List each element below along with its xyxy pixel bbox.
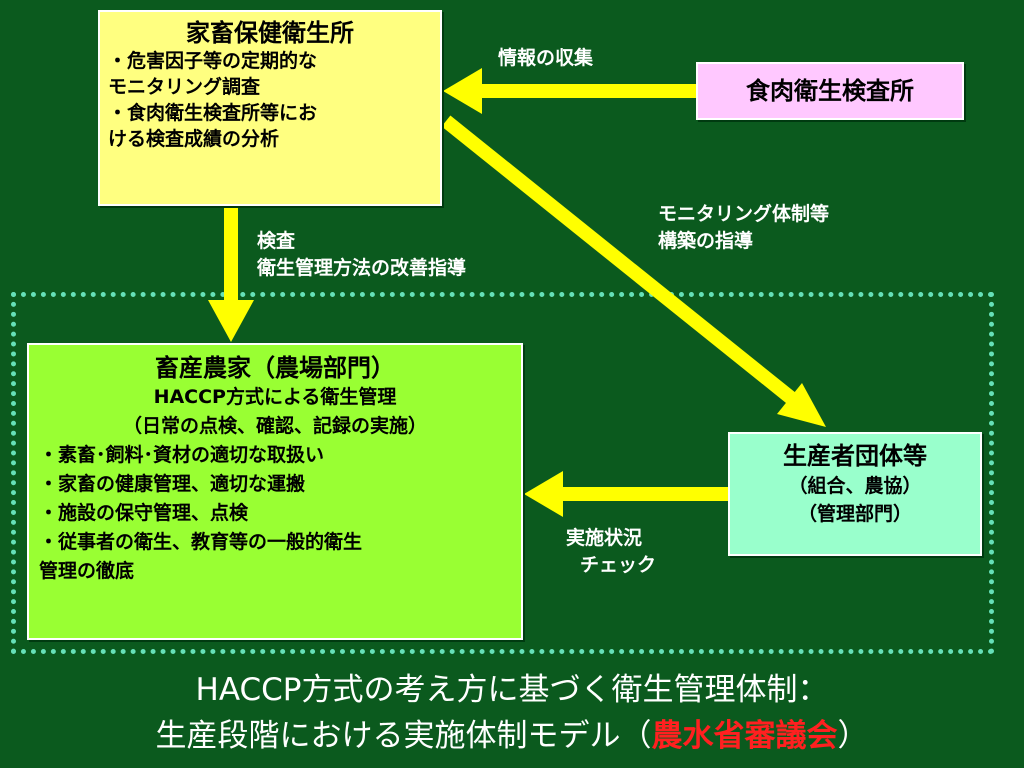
label-check-line1: 実施状況 (566, 527, 643, 549)
farm-line: 管理の徹底 (39, 560, 135, 582)
producer-group-line: （組合、農協） (788, 475, 922, 497)
caption-line2: 生産段階における実施体制モデル（農水省審議会） (0, 716, 1024, 756)
hygiene-office-box: 家畜保健衛生所 ・危害因子等の定期的な モニタリング調査 ・食肉衛生検査所等にお… (98, 10, 442, 206)
producer-group-title: 生産者団体等 (783, 442, 927, 470)
hygiene-office-line: ・食肉衛生検査所等にお (108, 102, 318, 124)
label-info-collect: 情報の収集 (498, 47, 594, 69)
arrow-inspection-down (208, 206, 254, 342)
caption-line1: HACCP方式の考え方に基づく衛生管理体制： (195, 672, 829, 708)
farm-line: ・施設の保守管理、点検 (39, 502, 249, 524)
farm-box: 畜産農家（農場部門） HACCP方式による衛生管理 （日常の点検、確認、記録の実… (27, 343, 523, 640)
producer-group-box: 生産者団体等 （組合、農協） （管理部門） (728, 432, 982, 556)
hygiene-office-line: モニタリング調査 (108, 76, 261, 98)
farm-line: ・従事者の衛生、教育等の一般的衛生 (39, 531, 363, 553)
farm-title: 畜産農家（農場部門） (155, 354, 395, 382)
caption-line2-end: ） (837, 718, 869, 754)
meat-inspection-box: 食肉衛生検査所 (696, 62, 964, 120)
caption-line2-main: 生産段階における実施体制モデル（ (155, 718, 652, 754)
label-check-line2: チェック (580, 554, 657, 576)
arrow-check-left (524, 471, 728, 517)
arrow-monitoring-diagonal (441, 115, 826, 427)
label-monitoring-line2: 構築の指導 (658, 230, 754, 252)
arrow-info-collect (443, 68, 696, 114)
label-inspection-line1: 検査 (257, 230, 296, 252)
farm-subtitle-detail: （日常の点検、確認、記録の実施） (122, 415, 427, 437)
farm-line: ・家畜の健康管理、適切な運搬 (39, 473, 306, 495)
label-monitoring-line1: モニタリング体制等 (658, 203, 830, 225)
label-inspection-line2: 衛生管理方法の改善指導 (257, 257, 467, 279)
hygiene-office-title: 家畜保健衛生所 (186, 19, 354, 47)
meat-inspection-title: 食肉衛生検査所 (746, 77, 914, 105)
hygiene-office-line: ける検査成績の分析 (108, 128, 280, 150)
producer-group-line: （管理部門） (797, 503, 912, 525)
farm-line: ・素畜･飼料･資材の適切な取扱い (39, 444, 325, 466)
farm-subtitle: HACCP方式による衛生管理 (153, 386, 397, 408)
farm-region-dotted-border (11, 292, 994, 654)
hygiene-office-line: ・危害因子等の定期的な (108, 50, 318, 72)
caption-line2-red: 農水省審議会 (651, 718, 838, 754)
